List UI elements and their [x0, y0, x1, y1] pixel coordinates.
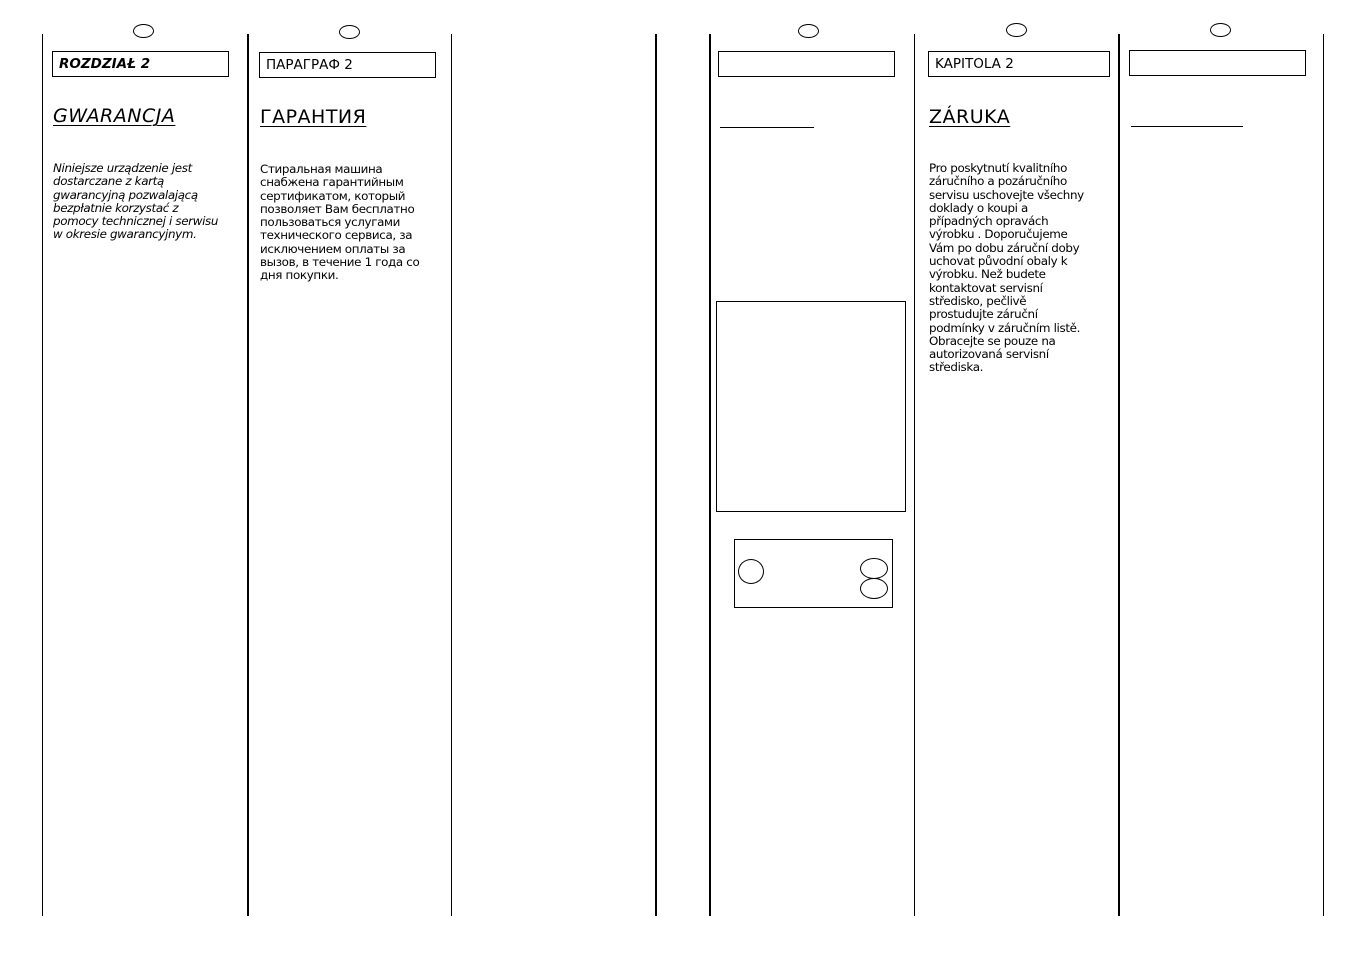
column-rule [914, 34, 915, 916]
section-title: ZÁRUKA [929, 106, 1011, 128]
language-oval [1006, 23, 1027, 37]
column-rule [42, 34, 43, 916]
language-oval [798, 24, 819, 38]
section-title: GWARANCJA [53, 105, 176, 127]
chapter-heading-box: ROZDZIAŁ 2 [52, 51, 229, 77]
section-body: Niniejsze urządzenie jest dostarczane z … [53, 161, 219, 242]
language-oval [133, 24, 154, 38]
diagram-circle [860, 558, 888, 579]
chapter-heading: ROZDZIAŁ 2 [59, 56, 151, 72]
chapter-heading-box [1129, 50, 1306, 76]
title-underline [720, 127, 814, 128]
column-rule [1323, 34, 1324, 916]
chapter-heading-box [718, 51, 895, 77]
chapter-heading-box: ПАРАГРАФ 2 [259, 52, 436, 78]
chapter-heading: ПАРАГРАФ 2 [266, 57, 353, 73]
diagram-circle [860, 578, 888, 599]
column-rule [1118, 34, 1120, 916]
section-body: Стиральная машина снабжена гарантийным с… [260, 162, 420, 283]
section-body: Pro poskytnutí kvalitního záručního a po… [929, 161, 1084, 375]
language-oval [1210, 23, 1231, 37]
column-rule [709, 34, 711, 916]
column-rule [247, 34, 249, 916]
column-rule [655, 34, 657, 916]
label-diagram-frame [734, 539, 893, 608]
blank-frame [716, 301, 906, 512]
language-oval [339, 25, 360, 39]
column-rule [451, 34, 452, 916]
chapter-heading: KAPITOLA 2 [935, 56, 1014, 72]
section-title: ГАРАНТИЯ [260, 106, 367, 128]
title-underline [1131, 126, 1243, 127]
chapter-heading-box: KAPITOLA 2 [928, 51, 1110, 77]
diagram-circle [738, 559, 764, 584]
